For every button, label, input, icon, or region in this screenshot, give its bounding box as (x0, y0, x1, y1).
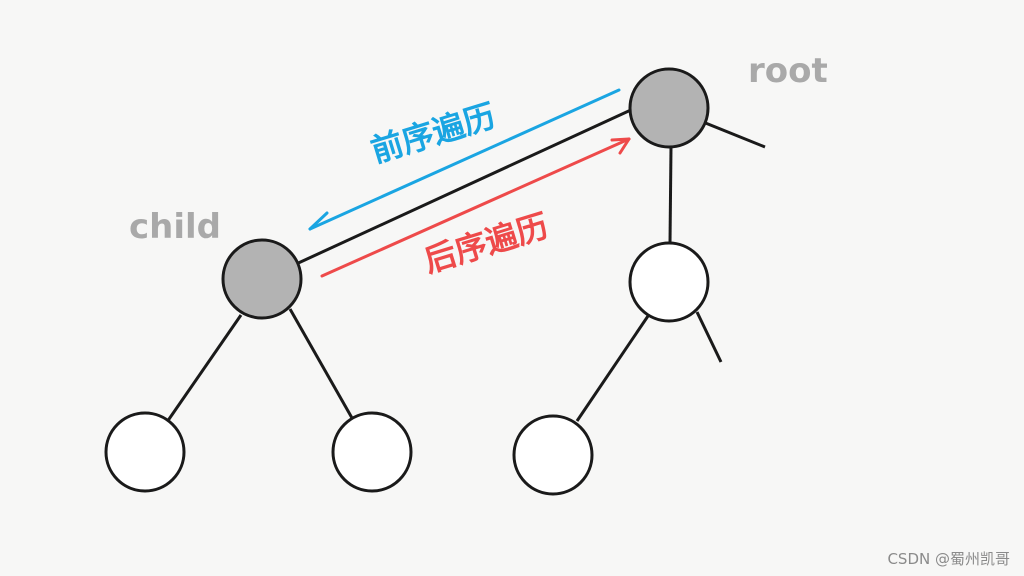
root-label: root (748, 51, 828, 91)
edge-right-child-leaf (575, 315, 650, 422)
edge-right-child-stub (695, 311, 723, 363)
edge-child-right-leaf (288, 308, 354, 419)
root-right-child-node (628, 241, 710, 323)
edge-root-right-child (668, 146, 673, 244)
child-right-leaf-node (331, 411, 413, 493)
right-child-leaf-node (512, 414, 594, 496)
child-node (221, 238, 303, 320)
preorder-arrow (308, 88, 621, 231)
postorder-arrow (320, 137, 631, 278)
child-left-leaf-node (104, 411, 186, 493)
edge-child-left-leaf (165, 314, 243, 423)
watermark: CSDN @蜀州凯哥 (887, 550, 1010, 568)
child-label: child (129, 207, 222, 247)
edge-root-child (293, 107, 634, 267)
edge-root-right-stub (702, 120, 766, 149)
root-node (628, 67, 710, 149)
